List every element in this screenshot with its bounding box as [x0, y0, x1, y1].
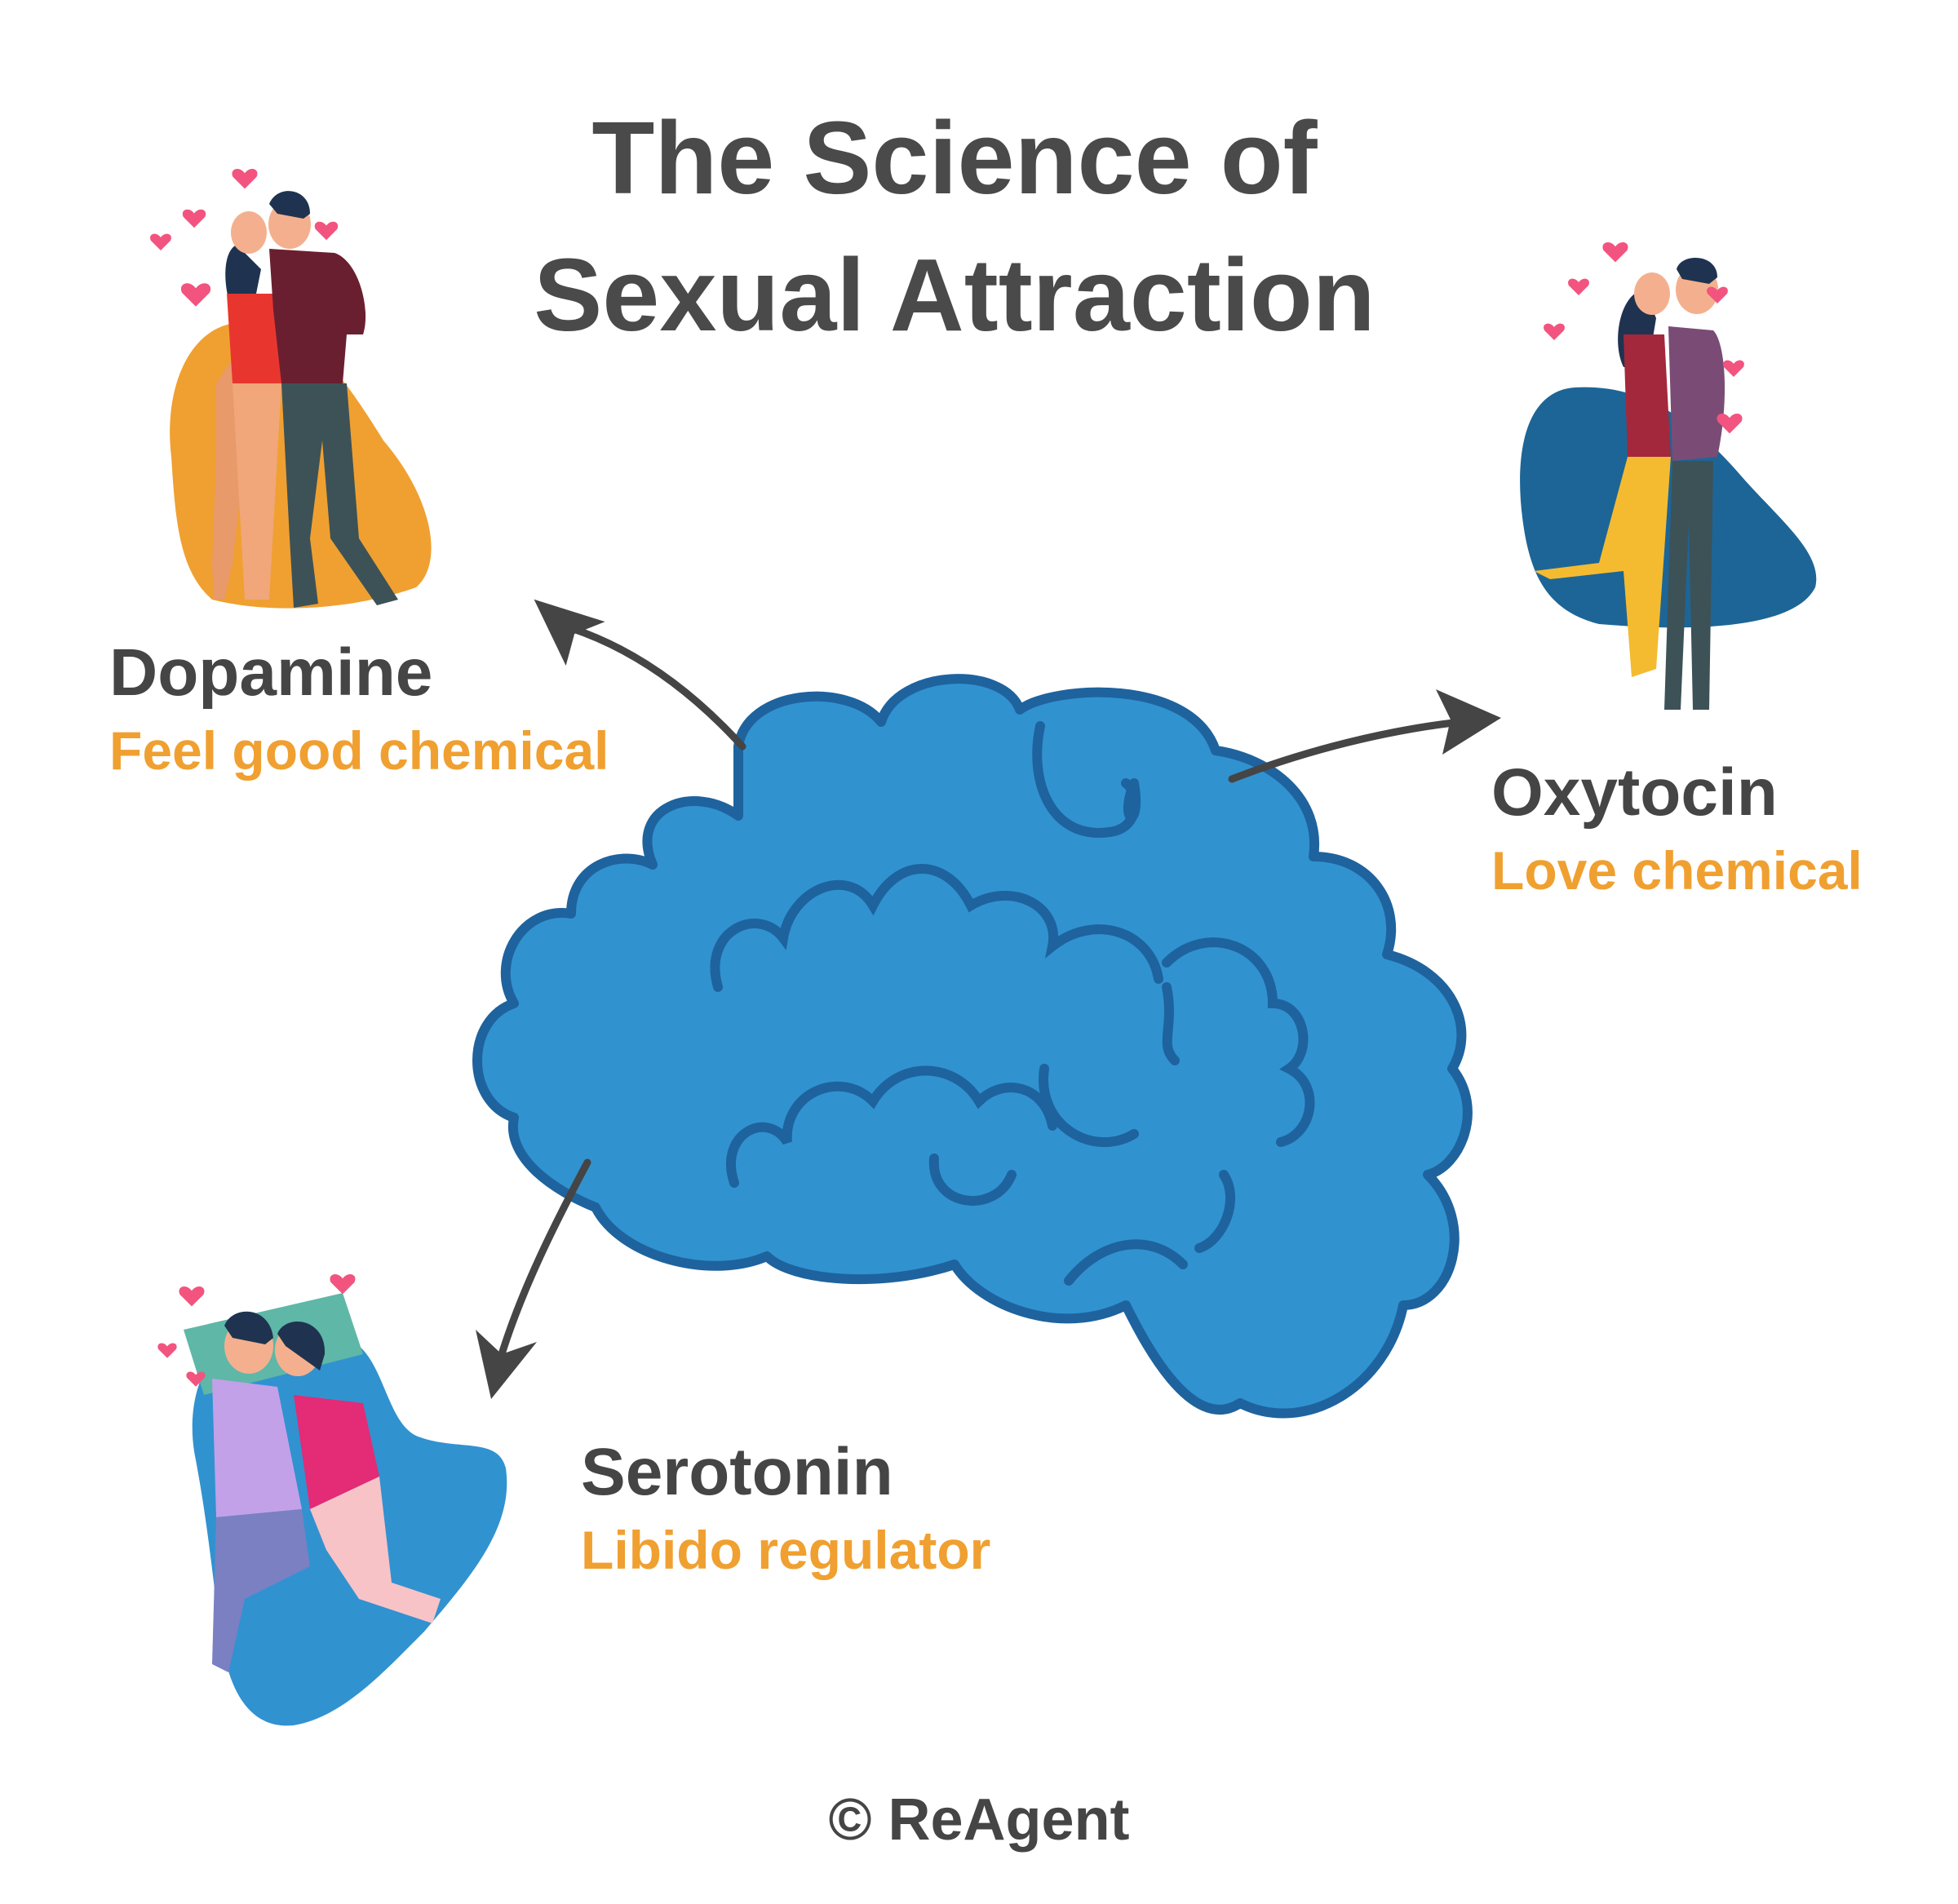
title-line-1: The Science of	[591, 100, 1318, 215]
couple-cuddling-in-bed-illustration	[157, 1273, 507, 1726]
oxytocin-name: Oxytocin	[1491, 755, 1778, 830]
serotonin-label: Serotonin Libido regulator	[581, 1432, 990, 1587]
page-title: The Science of Sexual Attraction	[0, 90, 1909, 364]
dopamine-name: Dopamine	[109, 635, 433, 710]
couple-kissing-holding-hands-illustration	[1520, 241, 1817, 710]
title-line-2: Sexual Attraction	[534, 237, 1375, 352]
brain-icon	[472, 674, 1473, 1419]
oxytocin-description: Love chemical	[1491, 840, 1863, 901]
arrow-to-dopamine	[534, 599, 746, 751]
serotonin-name: Serotonin	[581, 1435, 893, 1509]
copyright-notice: © ReAgent	[828, 1787, 1130, 1853]
standing-couple-hugging-illustration	[150, 168, 432, 609]
oxytocin-label: Oxytocin Love chemical	[1491, 752, 1863, 907]
dopamine-label: Dopamine Feel good chemical	[109, 632, 609, 787]
arrow-to-serotonin	[476, 1158, 591, 1399]
dopamine-description: Feel good chemical	[109, 720, 609, 781]
arrow-to-oxytocin	[1228, 689, 1501, 783]
serotonin-description: Libido regulator	[581, 1520, 991, 1580]
